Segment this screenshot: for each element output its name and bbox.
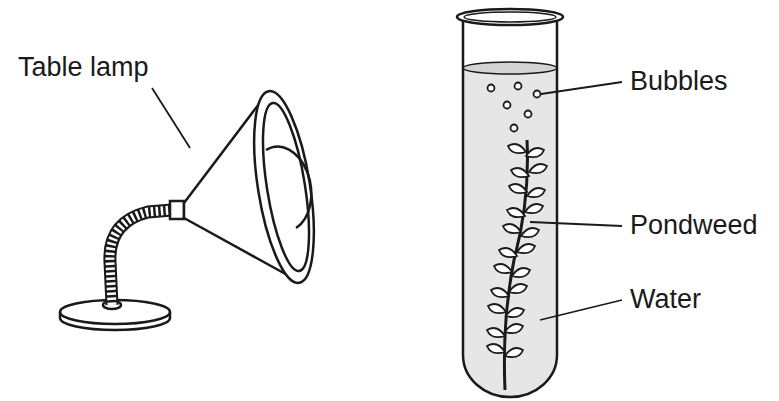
leaf <box>511 168 529 177</box>
leaf <box>508 144 526 153</box>
bubbles <box>488 83 541 132</box>
part-label: Table lamp <box>18 53 149 83</box>
leaf <box>491 288 509 297</box>
part-label: Water <box>630 285 701 315</box>
leaf <box>487 344 505 353</box>
leader-line <box>152 82 622 320</box>
leaf <box>509 184 527 193</box>
leaf <box>512 268 530 277</box>
leaf <box>488 304 506 313</box>
leaf <box>487 328 505 337</box>
leaf <box>521 228 539 237</box>
test-tube <box>457 9 563 397</box>
table-lamp <box>60 87 325 330</box>
leaf <box>517 244 535 253</box>
leaf <box>503 224 521 233</box>
leaf <box>529 164 547 173</box>
leaf <box>506 308 524 317</box>
leaf <box>527 188 545 197</box>
leaf <box>507 208 525 217</box>
leaf <box>505 348 523 357</box>
part-label: Pondweed <box>630 211 758 241</box>
leaf <box>509 284 527 293</box>
leaf <box>505 324 523 333</box>
part-label: Bubbles <box>630 67 728 97</box>
leaf <box>525 204 543 213</box>
leaf <box>494 264 512 273</box>
leaf <box>526 148 544 157</box>
leaf <box>499 248 517 257</box>
pondweed <box>487 140 547 390</box>
